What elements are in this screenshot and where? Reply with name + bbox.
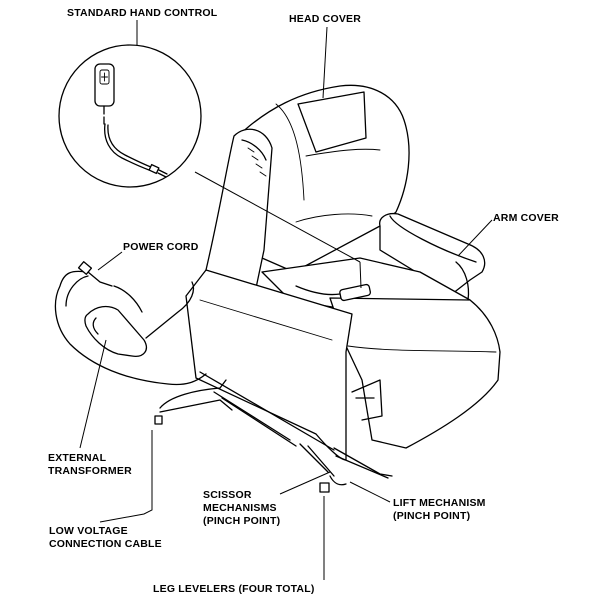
- footrest: [329, 297, 501, 449]
- label-text: STANDARD HAND CONTROL: [67, 7, 218, 19]
- seat-remote: [339, 283, 372, 302]
- transformer-body: [84, 305, 147, 357]
- label-leg-levelers: LEG LEVELERS (FOUR TOTAL): [153, 583, 315, 596]
- transformer-drawing: [54, 261, 207, 386]
- label-scissor-mechanisms: SCISSOR MECHANISMS (PINCH POINT): [203, 489, 280, 528]
- label-standard-hand-control: STANDARD HAND CONTROL: [67, 7, 217, 20]
- label-line: (PINCH POINT): [393, 510, 471, 522]
- leader-lines: [79, 20, 493, 580]
- label-low-voltage-cable: LOW VOLTAGE CONNECTION CABLE: [49, 525, 162, 551]
- label-line: SCISSOR: [203, 489, 252, 501]
- label-text: ARM COVER: [493, 212, 559, 224]
- lift-chair-drawing: [185, 84, 501, 461]
- label-line: TRANSFORMER: [48, 465, 132, 477]
- label-line: CONNECTION CABLE: [49, 538, 162, 550]
- label-external-transformer: EXTERNAL TRANSFORMER: [48, 452, 132, 478]
- label-line: LIFT MECHANISM: [393, 497, 486, 509]
- lift-base-drawing: [154, 371, 393, 493]
- label-text: HEAD COVER: [289, 13, 362, 25]
- right-arm: [379, 212, 486, 295]
- leg-leveler-front: [319, 482, 330, 493]
- callout-circle: [58, 44, 202, 188]
- head-cover-panel: [297, 91, 367, 153]
- label-line: (PINCH POINT): [203, 515, 281, 527]
- label-text: LEG LEVELERS (FOUR TOTAL): [153, 583, 315, 595]
- label-power-cord: POWER CORD: [123, 241, 199, 254]
- label-arm-cover: ARM COVER: [493, 212, 559, 225]
- label-lift-mechanism: LIFT MECHANISM (PINCH POINT): [393, 497, 486, 523]
- label-line: LOW VOLTAGE: [49, 525, 128, 537]
- label-line: MECHANISMS: [203, 502, 277, 514]
- label-text: POWER CORD: [123, 241, 199, 253]
- label-line: EXTERNAL: [48, 452, 107, 464]
- leg-leveler-left: [154, 415, 163, 425]
- label-head-cover: HEAD COVER: [289, 13, 361, 26]
- front-panel: [185, 269, 353, 461]
- hand-control-callout: [58, 44, 202, 188]
- hand-control-remote-drawing: [94, 63, 168, 178]
